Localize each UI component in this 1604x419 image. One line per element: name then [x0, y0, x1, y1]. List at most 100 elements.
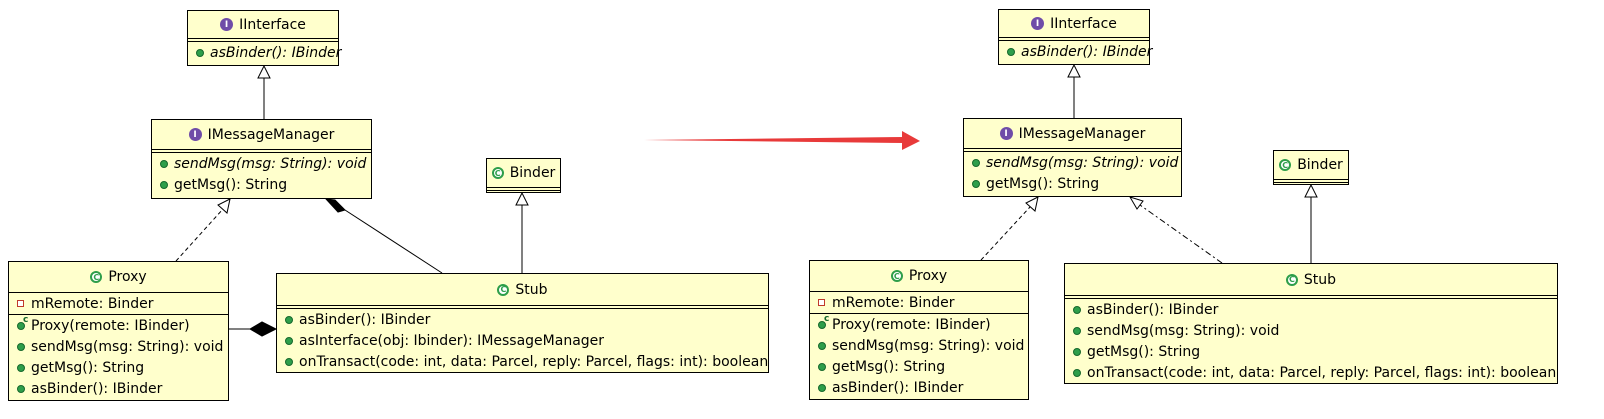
left-imm-name: IMessageManager [207, 126, 335, 143]
class-icon: C [890, 270, 903, 282]
left-stub-name: Stub [515, 281, 548, 298]
left-binder-header: C Binder [487, 159, 560, 187]
left-stub-extends-binder-arrowhead [515, 191, 529, 206]
red-arrow-head [902, 131, 920, 150]
left-imm-method: getMsg(): String [152, 174, 371, 195]
right-proxy-name: Proxy [908, 268, 948, 284]
left-iinterface-name: IInterface [239, 16, 306, 33]
right-binder-class[interactable]: C Binder [1273, 150, 1349, 185]
interface-icon: I [999, 127, 1013, 140]
private-field-icon [818, 299, 825, 306]
left-binder-name: Binder [509, 165, 556, 181]
public-method-icon [285, 357, 293, 366]
right-imm-method: getMsg(): String [964, 173, 1181, 194]
right-iinterface-name: IInterface [1050, 15, 1117, 32]
right-stub-method: onTransact(code: int, data: Parcel, repl… [1065, 362, 1557, 383]
left-imm-header: I IMessageManager [152, 120, 371, 149]
class-icon: C [491, 167, 504, 179]
right-binder-header: C Binder [1274, 151, 1348, 179]
public-method-icon [1073, 347, 1081, 356]
public-method-icon [972, 158, 980, 167]
right-binder-name: Binder [1297, 157, 1343, 173]
right-stub-method: getMsg(): String [1065, 341, 1557, 362]
right-imm-name: IMessageManager [1018, 125, 1146, 142]
class-icon: C [90, 271, 103, 283]
private-field-icon [17, 300, 24, 307]
left-proxy-class[interactable]: C Proxy mRemote: Binder Proxy(remote: IB… [8, 261, 229, 401]
left-iinterface-method: asBinder(): IBinder [188, 42, 341, 63]
public-method-icon [160, 180, 168, 189]
right-imm-method: sendMsg(msg: String): void [964, 152, 1181, 173]
transition-arrow [644, 131, 920, 150]
right-proxy-class[interactable]: C Proxy mRemote: Binder Proxy(remote: IB… [809, 260, 1029, 400]
left-proxy-method: sendMsg(msg: String): void [9, 336, 228, 357]
left-diagram-connectors [175, 64, 529, 337]
right-iinterface-divider [999, 37, 1149, 41]
left-proxy-stub-composition-diamond [249, 321, 278, 337]
right-stub-method: sendMsg(msg: String): void [1065, 320, 1557, 341]
public-method-icon [17, 384, 25, 393]
interface-icon: I [1031, 17, 1045, 30]
right-proxy-method: sendMsg(msg: String): void [810, 335, 1028, 356]
left-imessagemanager-class[interactable]: I IMessageManager sendMsg(msg: String): … [151, 119, 372, 199]
right-imm-divider [964, 148, 1181, 152]
right-imm-header: I IMessageManager [964, 119, 1181, 148]
right-proxy-header: C Proxy [810, 261, 1028, 291]
left-iinterface-divider [188, 38, 338, 42]
left-proxy-field: mRemote: Binder [9, 293, 228, 314]
left-stub-class[interactable]: C Stub asBinder(): IBinder asInterface(o… [276, 273, 769, 373]
public-method-icon [285, 315, 293, 324]
public-method-icon [17, 342, 25, 351]
right-diagram-connectors [980, 63, 1318, 264]
right-imessagemanager-class[interactable]: I IMessageManager sendMsg(msg: String): … [963, 118, 1182, 197]
left-proxy-name: Proxy [108, 269, 147, 285]
left-imm-method: sendMsg(msg: String): void [152, 153, 371, 174]
constructor-icon [818, 314, 829, 329]
left-proxy-implements-imm-line [175, 208, 224, 262]
public-method-icon [196, 48, 204, 57]
right-proxy-constructor: Proxy(remote: IBinder) [810, 314, 1028, 335]
left-binder-divider [487, 187, 560, 191]
public-method-icon [160, 159, 168, 168]
left-stub-divider [277, 305, 768, 309]
right-iinterface-class[interactable]: I IInterface asBinder(): IBinder [998, 9, 1152, 65]
right-iinterface-method: asBinder(): IBinder [999, 41, 1152, 62]
right-proxy-implements-imm-line [980, 206, 1031, 261]
public-method-icon [17, 363, 25, 372]
public-method-icon [285, 336, 293, 345]
right-stub-method: asBinder(): IBinder [1065, 299, 1557, 320]
left-binder-class[interactable]: C Binder [486, 158, 561, 193]
left-proxy-implements-imm-arrowhead [217, 198, 231, 214]
left-proxy-method: asBinder(): IBinder [9, 378, 228, 399]
public-method-icon [1073, 368, 1081, 377]
left-imm-extends-iinterface-arrowhead [257, 64, 271, 79]
right-stub-implements-imm-line [1139, 204, 1223, 264]
public-method-icon [1073, 326, 1081, 335]
public-method-icon [818, 341, 826, 350]
left-iinterface-header: I IInterface [188, 11, 338, 38]
left-stub-method: onTransact(code: int, data: Parcel, repl… [277, 351, 768, 372]
left-stub-composes-imm-line [344, 209, 443, 274]
left-proxy-method: getMsg(): String [9, 357, 228, 378]
right-stub-extends-binder-arrowhead [1304, 183, 1318, 198]
class-icon: C [1285, 273, 1298, 286]
left-iinterface-class[interactable]: I IInterface asBinder(): IBinder [187, 10, 341, 66]
constructor-icon [17, 315, 28, 330]
public-method-icon [972, 179, 980, 188]
right-stub-name: Stub [1303, 271, 1337, 288]
interface-icon: I [188, 128, 202, 141]
left-proxy-header: C Proxy [9, 262, 228, 292]
left-stub-method: asBinder(): IBinder [277, 309, 768, 330]
right-imm-extends-iinterface-arrowhead [1067, 63, 1081, 78]
left-imm-divider [152, 149, 371, 153]
public-method-icon [1073, 305, 1081, 314]
right-proxy-implements-imm-arrowhead [1025, 196, 1039, 212]
right-stub-divider [1065, 295, 1557, 299]
right-stub-class[interactable]: C Stub asBinder(): IBinder sendMsg(msg: … [1064, 263, 1558, 384]
left-proxy-constructor: Proxy(remote: IBinder) [9, 315, 228, 336]
right-stub-header: C Stub [1065, 264, 1557, 295]
interface-icon: I [220, 18, 234, 31]
right-iinterface-header: I IInterface [999, 10, 1149, 37]
left-stub-composes-imm-diamond [324, 198, 346, 213]
